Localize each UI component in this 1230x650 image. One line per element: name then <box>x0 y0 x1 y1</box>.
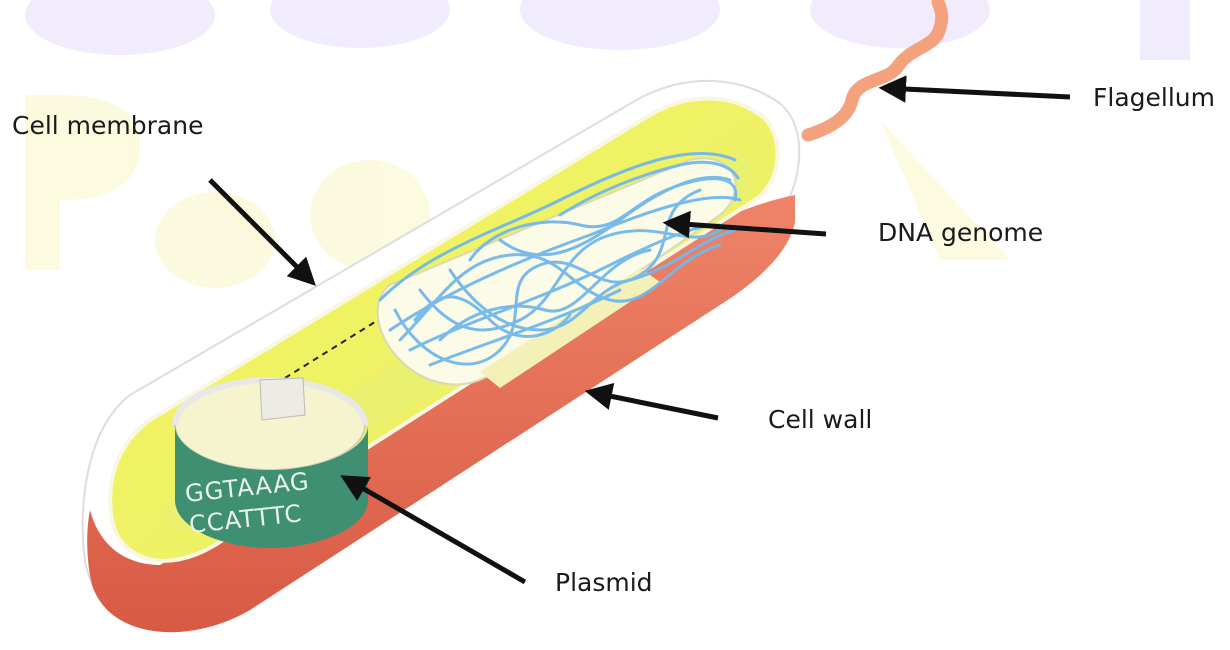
label-cell-membrane: Cell membrane <box>12 111 203 141</box>
label-dna-genome: DNA genome <box>878 218 1043 248</box>
label-cell-wall: Cell wall <box>768 405 872 435</box>
label-plasmid: Plasmid <box>555 568 653 598</box>
label-flagellum: Flagellum <box>1093 83 1215 113</box>
arrow-cell-wall <box>590 392 718 418</box>
arrow-flagellum <box>884 88 1070 97</box>
